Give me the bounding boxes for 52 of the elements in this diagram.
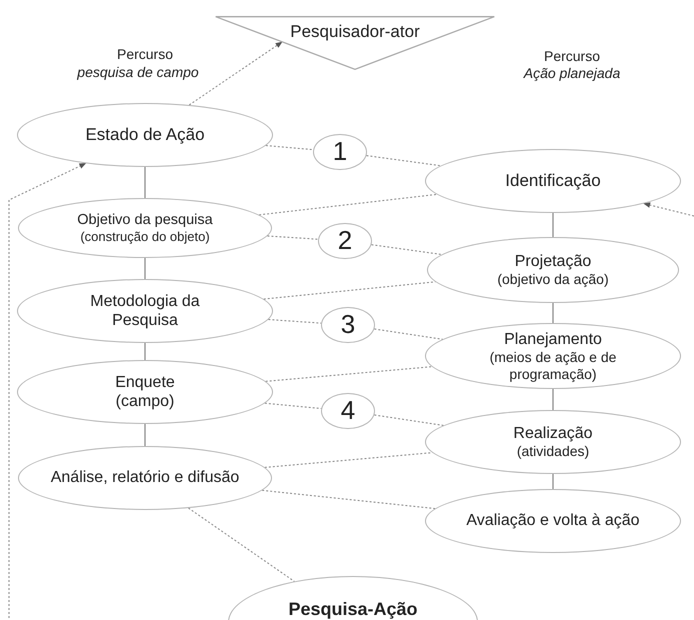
step-number-circle <box>313 134 367 170</box>
triangle-node <box>215 16 495 70</box>
connector-line <box>374 328 444 340</box>
connector-line <box>264 452 433 468</box>
node-title: Planejamento <box>504 330 602 349</box>
connector-line <box>263 281 436 300</box>
step-number-circle <box>321 307 375 343</box>
arrow <box>8 162 86 618</box>
node-subtitle: (objetivo da ação) <box>497 271 609 288</box>
connector-line <box>366 155 442 166</box>
node-subtitle: (meios de ação e de programação) <box>488 348 618 382</box>
step-number-circle <box>321 393 375 429</box>
connector-line <box>552 474 554 490</box>
node-title: Estado de Ação <box>85 124 205 146</box>
route-label: Percurso <box>544 48 600 64</box>
connector-line <box>374 414 444 426</box>
connector-line <box>258 194 438 216</box>
node-title: Pesquisador-ator <box>290 22 420 42</box>
node-title: Metodologia da Pesquisa <box>89 292 201 330</box>
connector-line <box>265 366 432 382</box>
step-number: 2 <box>338 225 352 257</box>
connector-line <box>262 490 436 510</box>
connector-line <box>264 402 322 409</box>
step-number: 3 <box>340 309 356 341</box>
route-subtitle: pesquisa de campo <box>77 64 199 80</box>
connector-line <box>144 424 146 446</box>
connector-line <box>144 166 146 198</box>
node-subtitle: (construção do objeto) <box>80 228 210 244</box>
node-title: Identificação <box>505 170 601 192</box>
step-number: 1 <box>332 136 348 168</box>
arrow <box>643 202 694 216</box>
node-title: Análise, relatório e difusão <box>50 468 240 488</box>
node-title: Projetação <box>514 252 592 272</box>
connector-line <box>144 342 146 360</box>
route-label: Percurso <box>116 46 174 62</box>
connector-line <box>144 258 146 280</box>
connector-line <box>266 235 319 240</box>
connector-line <box>370 244 442 255</box>
step-number-circle <box>318 223 372 259</box>
connector-line <box>265 145 314 150</box>
connector-line <box>268 319 322 324</box>
step-number: 4 <box>340 395 356 427</box>
connector-line <box>552 212 554 238</box>
route-subtitle: Ação planejada <box>524 65 620 81</box>
connector-line <box>552 302 554 324</box>
node-title: Objetivo da pesquisa <box>77 212 213 229</box>
node-title: Pesquisa-Ação <box>288 599 418 620</box>
connector-line <box>552 388 554 410</box>
node-title: Realização <box>513 424 593 444</box>
node-subtitle: (atividades) <box>516 443 590 460</box>
node-title: Avaliação e volta à ação <box>466 511 640 531</box>
node-title: Enquete (campo) <box>114 372 176 412</box>
